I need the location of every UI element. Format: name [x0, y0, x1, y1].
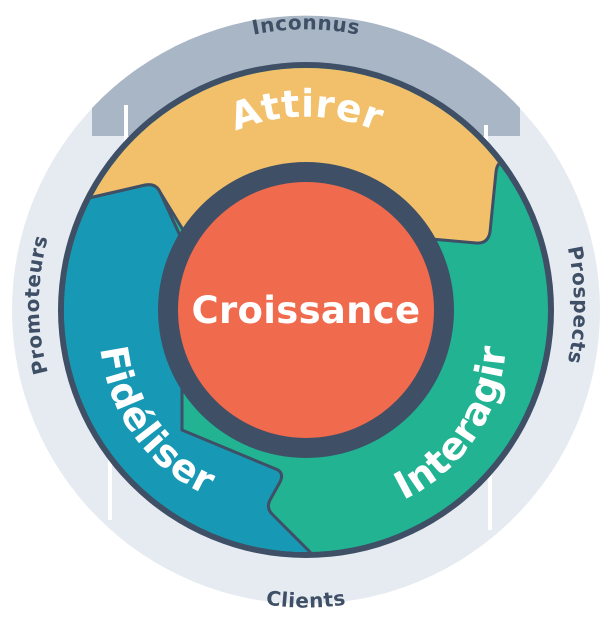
outer-label-bottom: Clients	[265, 586, 347, 613]
center-circle[interactable]	[178, 182, 434, 438]
center-label: Croissance	[192, 289, 421, 332]
